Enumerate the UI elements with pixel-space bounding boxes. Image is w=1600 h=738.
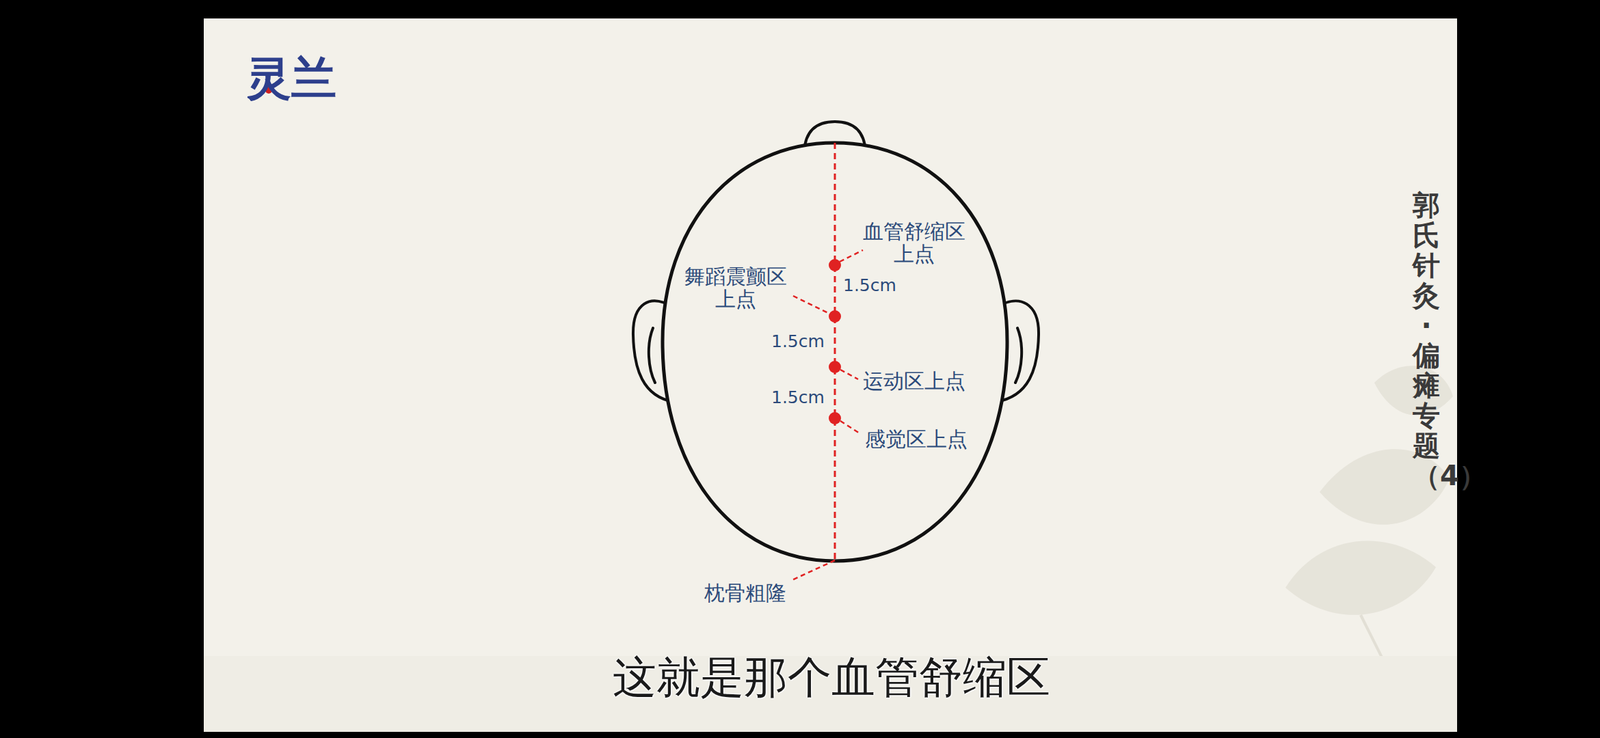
dimension-label: 1.5cm bbox=[771, 332, 825, 352]
head-outline bbox=[662, 142, 1008, 562]
series-title: 郭氏针灸·偏瘫专题（4） bbox=[1412, 190, 1440, 491]
point-label: 血管舒缩区 上点 bbox=[857, 220, 971, 266]
logo-text: 灵兰 bbox=[246, 53, 337, 104]
acupoints bbox=[828, 259, 842, 425]
point-label: 运动区上点 bbox=[862, 369, 966, 393]
leader-lines bbox=[791, 250, 863, 581]
midline bbox=[834, 142, 837, 560]
point-label: 感觉区上点 bbox=[864, 428, 968, 451]
point-label: 舞蹈震颤区 上点 bbox=[678, 265, 792, 311]
landmark-label: 枕骨粗隆 bbox=[704, 581, 787, 605]
dimension-label: 1.5cm bbox=[771, 388, 825, 408]
subtitle-caption: 这就是那个血管舒缩区 bbox=[612, 648, 1051, 708]
dimension-label: 1.5cm bbox=[843, 276, 897, 296]
